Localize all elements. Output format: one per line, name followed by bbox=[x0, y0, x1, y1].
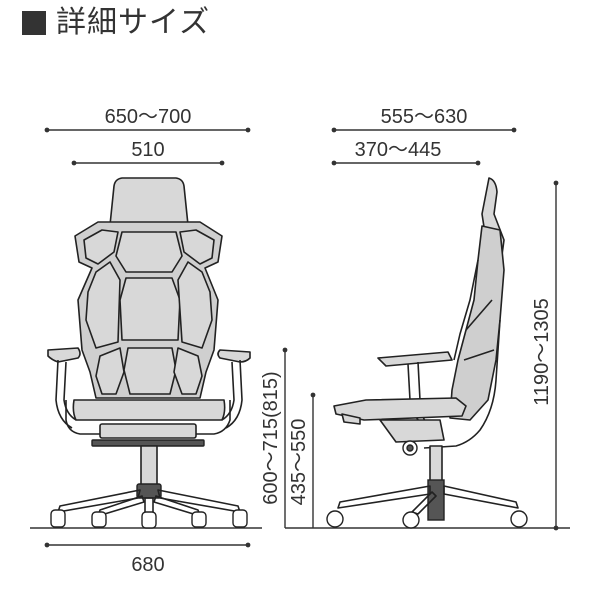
front-caster-2 bbox=[91, 511, 107, 528]
side-backrest-cell-line-1 bbox=[453, 259, 479, 361]
side-caster-mid bbox=[402, 511, 420, 529]
total-height-label: 1190～1305 bbox=[531, 298, 553, 406]
side-overall-depth-left-dot bbox=[331, 127, 337, 133]
front-base-width-left-dot bbox=[44, 542, 50, 548]
side-armrest-pad bbox=[377, 351, 453, 367]
front-view-chair bbox=[47, 177, 251, 529]
front-left-armrest-support-inner bbox=[63, 361, 77, 421]
side-view-chair bbox=[326, 177, 528, 529]
total-height-top-dot bbox=[553, 180, 559, 186]
side-backrest-cell-line-2 bbox=[465, 299, 493, 331]
front-base-width-right-dot bbox=[245, 542, 251, 548]
front-overall-width-left-dot bbox=[44, 127, 50, 133]
side-mechanism bbox=[379, 419, 445, 443]
side-seat-cushion bbox=[333, 397, 467, 421]
seat-height-top-dot bbox=[310, 392, 316, 398]
front-gas-cylinder bbox=[140, 445, 158, 487]
side-backrest-cell-line-3 bbox=[463, 349, 495, 361]
side-seat-depth-label: 370～445 bbox=[355, 139, 442, 161]
front-base-width-label: 680 bbox=[131, 554, 164, 576]
side-gas-cylinder bbox=[429, 445, 443, 483]
front-seat-cushion bbox=[72, 399, 226, 421]
side-base-leg-mid bbox=[411, 491, 437, 515]
front-seat-mechanism bbox=[99, 423, 197, 439]
front-left-armrest-support bbox=[55, 359, 73, 429]
front-caster-3 bbox=[141, 511, 157, 529]
front-backrest-cells bbox=[83, 229, 215, 395]
heading-square-icon bbox=[22, 11, 46, 35]
front-headrest bbox=[109, 177, 189, 226]
front-caster-5 bbox=[232, 509, 248, 528]
front-right-armrest-pad bbox=[217, 349, 251, 363]
front-seat-width-label: 510 bbox=[131, 139, 164, 161]
dimension-labels: 650～700 510 680 555～630 370～445 1190～130… bbox=[105, 106, 553, 576]
side-base-column bbox=[427, 479, 445, 521]
section-heading: 詳細サイズ bbox=[22, 6, 210, 40]
front-seat-width-right-dot bbox=[219, 160, 225, 166]
side-back-frame bbox=[423, 319, 501, 449]
side-caster-front bbox=[326, 510, 344, 528]
side-caster-back bbox=[510, 510, 528, 528]
front-right-armrest-support-inner bbox=[221, 361, 235, 421]
side-backrest bbox=[449, 225, 505, 421]
side-casters bbox=[326, 510, 528, 529]
front-mechanism-plate bbox=[91, 439, 205, 447]
front-caster-1 bbox=[50, 509, 66, 528]
armrest-height-top-dot bbox=[282, 347, 288, 353]
front-caster-4 bbox=[191, 511, 207, 528]
front-right-armrest-support bbox=[225, 359, 243, 429]
side-seat-front-edge bbox=[341, 413, 361, 425]
front-overall-width-right-dot bbox=[245, 127, 251, 133]
side-seat-depth-left-dot bbox=[331, 160, 337, 166]
side-overall-depth-right-dot bbox=[511, 127, 517, 133]
front-casters bbox=[50, 509, 248, 529]
side-recline-knob-center bbox=[406, 444, 414, 452]
armrest-height-label: 600～715(815) bbox=[260, 371, 282, 504]
front-overall-width-label: 650～700 bbox=[105, 106, 192, 128]
side-overall-depth-label: 555～630 bbox=[381, 106, 468, 128]
side-base-leg-back bbox=[443, 485, 519, 509]
seat-height-label: 435～550 bbox=[288, 419, 310, 506]
side-base-leg-front bbox=[337, 485, 431, 509]
section-title: 詳細サイズ bbox=[56, 6, 211, 39]
front-seat-width-left-dot bbox=[71, 160, 77, 166]
front-left-armrest-pad bbox=[47, 347, 81, 363]
side-seat-depth-right-dot bbox=[475, 160, 481, 166]
